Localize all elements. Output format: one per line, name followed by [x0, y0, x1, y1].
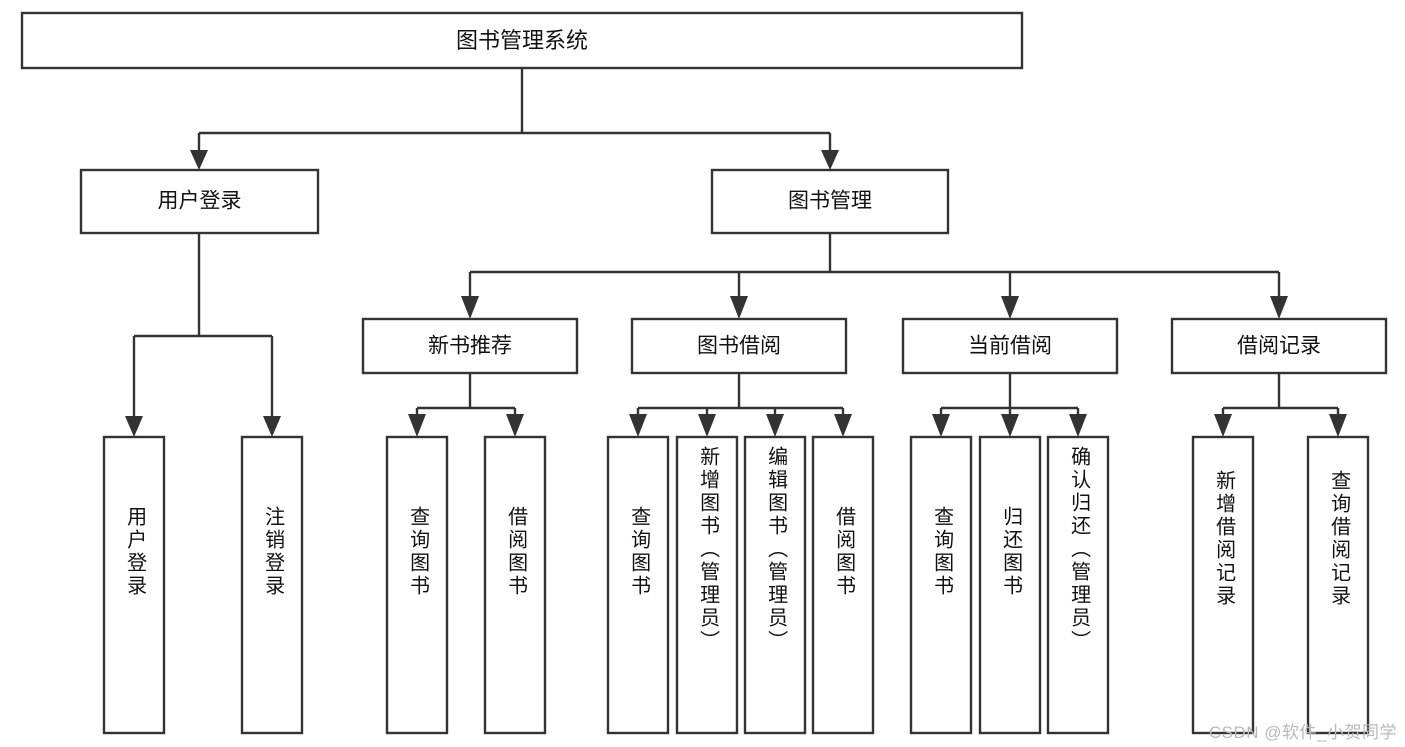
node-new-book-recommend[interactable]: 新书推荐 — [361, 317, 579, 375]
watermark-text: CSDN @软件_小贺同学 — [1208, 723, 1397, 742]
leaf-box-user-login[interactable] — [102, 435, 166, 735]
leaf-box-borrow-lend[interactable] — [811, 435, 875, 735]
leaf-box-current-return[interactable] — [978, 435, 1042, 735]
arrow-head-borrow — [730, 296, 748, 319]
node-root[interactable]: 图书管理系统 — [20, 11, 1024, 70]
arrow-head-leaf-logout — [263, 416, 281, 437]
node-current-borrow-box[interactable] — [901, 317, 1119, 375]
leaf-box-record-add[interactable] — [1191, 435, 1255, 735]
arrow-head-borrow-leaf-4 — [834, 414, 852, 437]
arrow-head-current-leaf-2 — [1001, 414, 1019, 437]
leaf-box-current-confirm[interactable] — [1046, 435, 1110, 735]
arrow-head-newbook-leaf-1 — [408, 414, 426, 437]
node-user-login-label: 用户登录 — [158, 190, 242, 213]
leaf-box-record-query[interactable] — [1306, 435, 1370, 735]
node-layer: 图书管理系统 用户登录 图书管理 新书推荐 图书借阅 — [20, 11, 1388, 735]
arrow-head-borrow-leaf-2 — [698, 414, 716, 437]
node-user-login-box[interactable] — [79, 168, 320, 235]
node-book-management[interactable]: 图书管理 — [710, 168, 950, 235]
leaf-box-borrow-add[interactable] — [675, 435, 739, 735]
node-new-book-recommend-box[interactable] — [361, 317, 579, 375]
node-book-borrow-label: 图书借阅 — [697, 335, 781, 358]
arrow-head-current-leaf-3 — [1069, 414, 1087, 437]
node-borrow-record-label: 借阅记录 — [1237, 335, 1321, 358]
node-book-borrow-box[interactable] — [630, 317, 848, 375]
node-current-borrow-label: 当前借阅 — [968, 335, 1052, 358]
leaf-box-newbook-borrow[interactable] — [483, 435, 547, 735]
node-root-label: 图书管理系统 — [456, 28, 588, 53]
leaf-box-logout[interactable] — [240, 435, 304, 735]
arrow-head-book-mgmt — [821, 150, 839, 170]
leaf-box-current-query[interactable] — [909, 435, 973, 735]
arrow-head-record-leaf-1 — [1214, 414, 1232, 437]
arrow-head-record — [1270, 296, 1288, 319]
arrow-head-current-leaf-1 — [932, 414, 950, 437]
node-user-login[interactable]: 用户登录 — [79, 168, 320, 235]
arrow-head-borrow-leaf-1 — [629, 414, 647, 437]
leaf-box-borrow-edit[interactable] — [743, 435, 807, 735]
node-book-management-box[interactable] — [710, 168, 950, 235]
leaf-box-borrow-query[interactable] — [606, 435, 670, 735]
arrow-head-current — [1001, 296, 1019, 319]
connector-layer — [125, 68, 1347, 437]
node-borrow-record[interactable]: 借阅记录 — [1170, 317, 1388, 375]
arrow-head-leaf-user-login — [125, 416, 143, 437]
node-new-book-recommend-label: 新书推荐 — [428, 335, 512, 358]
arrow-head-record-leaf-2 — [1329, 414, 1347, 437]
arrow-head-newbook-leaf-2 — [506, 414, 524, 437]
arrow-head-borrow-leaf-3 — [766, 414, 784, 437]
arrow-head-user-login — [190, 150, 208, 170]
node-current-borrow[interactable]: 当前借阅 — [901, 317, 1119, 375]
node-book-borrow[interactable]: 图书借阅 — [630, 317, 848, 375]
node-book-management-label: 图书管理 — [788, 190, 872, 213]
node-borrow-record-box[interactable] — [1170, 317, 1388, 375]
leaf-box-newbook-query[interactable] — [385, 435, 449, 735]
node-root-box[interactable] — [20, 11, 1024, 70]
arrow-head-newbook — [461, 296, 479, 319]
